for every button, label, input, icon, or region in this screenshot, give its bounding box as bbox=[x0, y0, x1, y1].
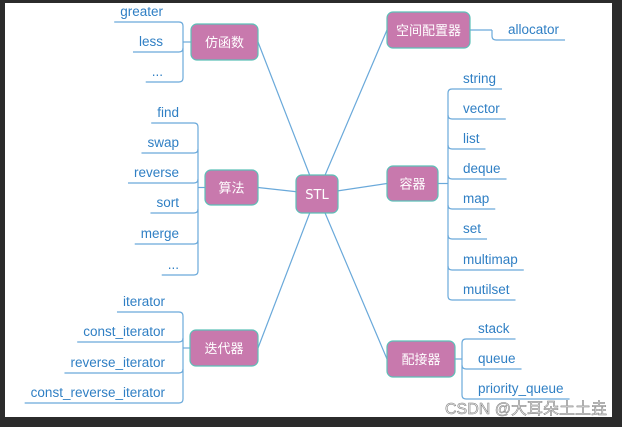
leaf-underline bbox=[447, 174, 507, 180]
leaf-container: list bbox=[463, 131, 480, 146]
leaf-underline bbox=[447, 234, 488, 240]
leaf-underline bbox=[447, 88, 503, 94]
branch-iterator: iterator const_iterator reverse_iteratorco… bbox=[24, 193, 318, 404]
stl-mindmap: greater less... 仿函数 find swap reverse sort merg… bbox=[24, 4, 607, 418]
node-functor bbox=[190, 23, 259, 61]
leaf-algorithm: merge bbox=[141, 226, 179, 241]
leaf-underline bbox=[447, 204, 496, 210]
leaf-underline bbox=[447, 144, 486, 150]
leaf-underline bbox=[114, 21, 184, 27]
leaf-container: vector bbox=[463, 101, 500, 116]
leaf-underline bbox=[161, 270, 199, 276]
node-allocator bbox=[386, 11, 471, 49]
mindmap-canvas: greater less... 仿函数 find swap reverse sort merg… bbox=[5, 3, 612, 418]
leaf-allocator: allocator bbox=[508, 22, 560, 37]
leaf-underline bbox=[116, 311, 184, 317]
leaf-algorithm: sort bbox=[156, 195, 179, 210]
branch-algorithm: find swap reverse sort merge... 算法 bbox=[127, 105, 318, 276]
leaf-algorithm: swap bbox=[147, 135, 179, 150]
connector-line bbox=[316, 29, 388, 195]
node-label-container: 容器 bbox=[399, 177, 425, 193]
branch-allocator: allocator 空间配置器 bbox=[316, 11, 566, 195]
leaf-underline bbox=[447, 265, 524, 271]
leaf-functor: greater bbox=[120, 4, 163, 19]
leaf-functor: ... bbox=[152, 64, 163, 79]
connector-line bbox=[257, 193, 318, 349]
leaf-underline bbox=[447, 295, 516, 301]
leaf-container: set bbox=[463, 221, 481, 236]
leaf-adapter: queue bbox=[478, 351, 516, 366]
leaf-underline bbox=[447, 114, 506, 120]
leaf-algorithm: ... bbox=[168, 257, 179, 272]
node-iterator bbox=[189, 329, 259, 367]
leaf-adapter: priority_queue bbox=[478, 381, 564, 396]
leaf-functor: less bbox=[139, 34, 163, 49]
root-node bbox=[295, 174, 339, 214]
node-label-allocator: 空间配置器 bbox=[396, 24, 461, 39]
root-label: STL bbox=[305, 188, 329, 203]
leaf-underline bbox=[127, 178, 199, 184]
branch-container: string vector list deque map set multimap mutil… bbox=[316, 71, 524, 301]
leaf-underline bbox=[150, 208, 199, 214]
leaf-underline bbox=[132, 47, 184, 53]
node-adapter bbox=[386, 340, 456, 378]
node-container bbox=[386, 165, 439, 202]
connector-line bbox=[257, 41, 318, 195]
leaf-container: multimap bbox=[463, 252, 518, 267]
branch-functor: greater less... 仿函数 bbox=[114, 4, 318, 195]
leaf-underline bbox=[461, 394, 570, 400]
leaf-iterator: const_iterator bbox=[83, 324, 165, 339]
leaf-iterator: reverse_iterator bbox=[70, 355, 165, 370]
leaf-underline bbox=[77, 337, 184, 343]
leaf-container: deque bbox=[463, 161, 501, 176]
leaf-iterator: const_reverse_iterator bbox=[31, 385, 166, 400]
leaf-underline bbox=[64, 368, 184, 374]
node-label-algorithm: 算法 bbox=[218, 182, 244, 197]
leaf-underline bbox=[145, 77, 184, 83]
node-label-adapter: 配接器 bbox=[401, 352, 440, 368]
leaf-algorithm: reverse bbox=[134, 165, 179, 180]
branch-adapter: stack queue priority_queue 配接器 bbox=[316, 193, 570, 400]
leaf-iterator: iterator bbox=[123, 294, 166, 309]
leaf-underline bbox=[141, 148, 199, 154]
leaf-container: string bbox=[463, 71, 496, 86]
leaf-underline bbox=[461, 364, 522, 370]
leaf-underline bbox=[151, 122, 199, 128]
watermark: CSDN @大耳朵土土垚 bbox=[445, 400, 607, 418]
connector-line bbox=[316, 193, 388, 360]
node-label-iterator: 迭代器 bbox=[204, 342, 243, 357]
leaf-underline bbox=[134, 239, 199, 245]
leaf-algorithm: find bbox=[157, 105, 179, 120]
leaf-container: map bbox=[463, 191, 489, 206]
leaf-adapter: stack bbox=[478, 321, 510, 336]
leaf-container: mutilset bbox=[463, 282, 510, 297]
leaf-underline bbox=[461, 338, 516, 344]
leaf-underline bbox=[24, 398, 184, 404]
node-label-functor: 仿函数 bbox=[205, 36, 244, 51]
leaf-underline bbox=[491, 35, 566, 41]
node-algorithm bbox=[204, 169, 259, 206]
